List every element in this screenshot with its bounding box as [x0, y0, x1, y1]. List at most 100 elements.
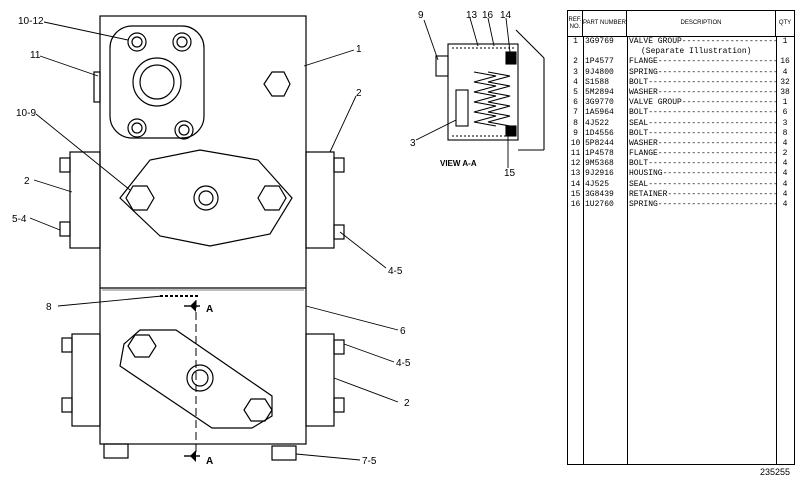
ref-cell: 13 — [570, 169, 581, 179]
header-part-number: PART NUMBER — [583, 11, 627, 36]
description-cell: FLANGE-------------------------- — [629, 149, 776, 159]
part-number-cell: 5P8244 — [585, 138, 614, 148]
qty-cell: 4 — [782, 138, 788, 148]
table-row: 3 9J4800 SPRING-------------------------- 4 — [568, 68, 794, 78]
ref-cell: 1 — [573, 37, 578, 46]
table-row: 2 1P4577 FLANGE-------------------------- 1… — [568, 57, 794, 67]
ref-cell: 7 — [573, 108, 578, 118]
part-number-cell: 4J522 — [585, 118, 610, 128]
description-cell: BOLT---------------------------- — [629, 128, 776, 138]
top-flange — [109, 25, 205, 139]
ref-cell: 15 — [570, 189, 581, 199]
ref-cell: 8 — [573, 118, 578, 128]
section-view-a-a — [415, 17, 545, 168]
callout-6: 6 — [400, 326, 406, 337]
callout-16: 16 — [482, 10, 494, 21]
description-cell: HOUSING------------------------- — [629, 169, 776, 179]
description-cell: WASHER-------------------------- — [629, 87, 776, 97]
callout-14: 14 — [500, 10, 512, 21]
ref-cell: 3 — [573, 67, 578, 77]
callout-10-9: 10-9 — [16, 108, 36, 119]
callout-2-lower: 2 — [404, 398, 410, 409]
callout-7-5: 7-5 — [362, 456, 377, 467]
qty-cell: 4 — [782, 179, 788, 189]
part-number-cell: 9M5368 — [585, 159, 614, 169]
callout-9: 9 — [418, 10, 424, 21]
qty-cell: 4 — [782, 169, 788, 179]
ref-cell: 10 — [570, 138, 581, 148]
description-cell: SPRING-------------------------- — [629, 67, 776, 77]
part-number-cell: 4J525 — [585, 179, 610, 189]
flange-right-upper — [305, 151, 335, 249]
qty-cell: 4 — [782, 67, 788, 77]
ref-cell: 14 — [570, 179, 581, 189]
qty-cell: 1 — [782, 98, 788, 108]
callout-11: 11 — [30, 50, 41, 61]
qty-cell: 4 — [782, 189, 788, 199]
description-cell: (Separate Illustration) — [641, 47, 752, 57]
part-number-cell — [583, 47, 627, 57]
ref-cell: 9 — [573, 128, 578, 138]
qty-cell: 4 — [782, 200, 788, 209]
ref-cell: 2 — [573, 57, 578, 67]
diamond-flange-lower — [119, 329, 273, 429]
header-description: DESCRIPTION — [627, 11, 776, 36]
flange-left-upper — [69, 151, 101, 249]
table-row: 14 4J525 SEAL---------------------------- 4 — [568, 180, 794, 190]
description-cell: FLANGE-------------------------- — [629, 57, 776, 67]
callout-8: 8 — [46, 302, 52, 313]
figure-number: 235255 — [760, 467, 791, 477]
part-number-cell: 1D4556 — [585, 128, 614, 138]
ref-cell: 16 — [570, 200, 581, 209]
description-cell: VALVE GROUP--------------------- — [629, 98, 776, 108]
qty-cell: 32 — [780, 77, 790, 87]
description-cell: WASHER-------------------------- — [629, 138, 776, 148]
description-cell: BOLT---------------------------- — [629, 159, 776, 169]
section-marker-a-top: A — [206, 304, 213, 315]
table-row: (Separate Illustration) — [568, 47, 794, 57]
callout-13: 13 — [466, 10, 478, 21]
qty-cell: 6 — [782, 108, 788, 118]
part-number-cell: S1588 — [585, 77, 610, 87]
part-number-cell: 1P4577 — [585, 57, 614, 67]
part-number-cell: 9J2916 — [585, 169, 614, 179]
part-number-cell: 1U2760 — [585, 200, 614, 209]
callout-4-5-upper: 4-5 — [388, 266, 403, 277]
diamond-flange-upper — [119, 149, 293, 247]
flange-right-lower — [305, 333, 335, 427]
qty-cell: 1 — [782, 37, 788, 46]
table-row: 10 5P8244 WASHER--------------------------… — [568, 139, 794, 149]
part-number-cell: 3G8439 — [585, 189, 614, 199]
header-ref: REF. NO. — [568, 11, 583, 36]
part-number-cell: 9J4800 — [585, 67, 614, 77]
part-number-cell: 5M2894 — [585, 87, 614, 97]
callout-3: 3 — [410, 138, 416, 149]
header-qty: QTY — [778, 20, 792, 26]
flange-left-lower — [71, 333, 101, 427]
qty-cell: 16 — [780, 57, 790, 67]
ref-cell — [568, 47, 583, 57]
qty-cell: 2 — [782, 149, 788, 159]
valve-body — [99, 15, 307, 445]
callout-2-left: 2 — [24, 176, 30, 187]
callout-10-12: 10-12 — [18, 16, 44, 27]
qty-cell: 38 — [780, 87, 790, 97]
description-cell: SEAL---------------------------- — [629, 179, 776, 189]
qty-cell: 3 — [782, 118, 788, 128]
description-cell: BOLT---------------------------- — [629, 77, 776, 87]
ref-cell: 12 — [570, 159, 581, 169]
assembly-drawing: 10-12 11 10-9 1 2 2 5-4 4-5 8 6 4-5 2 7-… — [12, 10, 545, 467]
callout-15: 15 — [504, 168, 516, 179]
parts-list-header: REF. NO. PART NUMBER DESCRIPTION QTY — [568, 11, 794, 37]
part-number-cell: 3G9770 — [585, 98, 614, 108]
ref-cell: 11 — [570, 149, 581, 159]
